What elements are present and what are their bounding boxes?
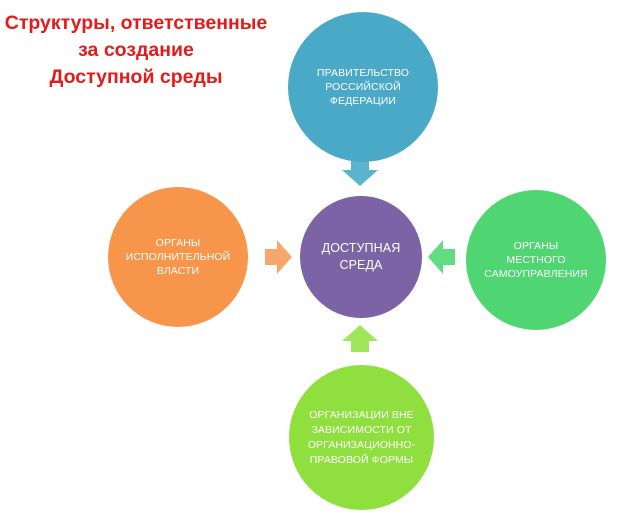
arrow-left-from-local: [428, 240, 455, 274]
arrow-up-from-organizations: [342, 325, 378, 352]
diagram-title: Структуры, ответственные за создание Дос…: [0, 10, 272, 91]
node-accessible-environment-label: ДОСТУПНАЯ СРЕДА: [321, 241, 401, 272]
node-government: ПРАВИТЕЛЬСТВО РОССИЙСКОЙ ФЕДЕРАЦИИ: [288, 12, 438, 162]
node-accessible-environment: ДОСТУПНАЯ СРЕДА: [300, 196, 422, 318]
node-local-government: ОРГАНЫ МЕСТНОГО САМОУПРАВЛЕНИЯ: [466, 190, 606, 330]
title-line-3: Доступной среды: [49, 66, 223, 88]
node-executive-authorities: ОРГАНЫ ИСПОЛНИТЕЛЬНОЙ ВЛАСТИ: [108, 187, 248, 327]
node-executive-authorities-label: ОРГАНЫ ИСПОЛНИТЕЛЬНОЙ ВЛАСТИ: [125, 237, 231, 277]
node-organizations: ОРГАНИЗАЦИИ ВНЕ ЗАВИСИМОСТИ ОТ ОРГАНИЗАЦ…: [289, 365, 434, 510]
node-government-label: ПРАВИТЕЛЬСТВО РОССИЙСКОЙ ФЕДЕРАЦИИ: [316, 67, 410, 107]
arrow-down-from-government: [342, 159, 378, 186]
arrow-right-from-executive: [265, 240, 292, 274]
node-local-government-label: ОРГАНЫ МЕСТНОГО САМОУПРАВЛЕНИЯ: [484, 240, 588, 280]
title-line-1: Структуры, ответственные: [4, 12, 268, 34]
node-organizations-label: ОРГАНИЗАЦИИ ВНЕ ЗАВИСИМОСТИ ОТ ОРГАНИЗАЦ…: [307, 408, 416, 466]
title-line-2: за создание: [78, 39, 194, 61]
